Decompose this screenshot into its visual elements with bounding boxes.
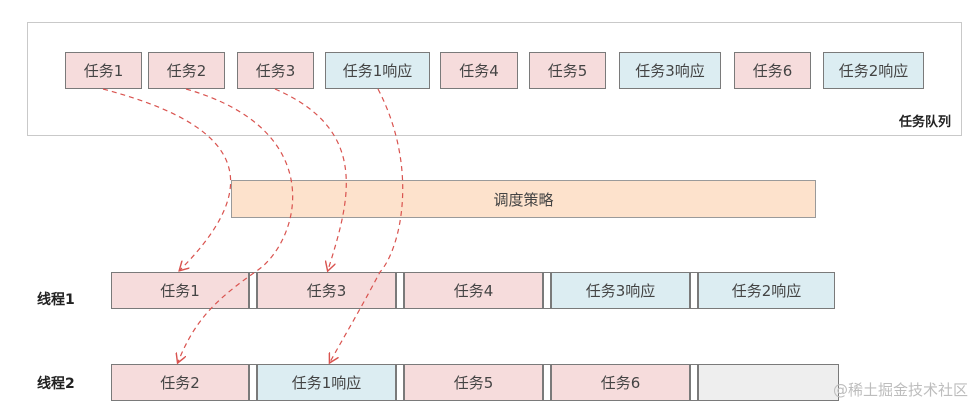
queue-item-task3-response: 任务3响应 [619,52,721,89]
queue-item-task3: 任务3 [237,52,314,89]
thread1-slot-task3: 任务3 [257,272,396,309]
thread2-divider [690,364,698,401]
arrow-task2-to-thread2 [178,88,294,362]
queue-item-task5: 任务5 [529,52,606,89]
queue-item-task2-response: 任务2响应 [823,52,924,89]
arrow-task3-to-thread1 [274,88,347,270]
queue-item-task4: 任务4 [440,52,518,89]
thread1-divider [543,272,551,309]
arrow-task1-response-to-thread2 [330,88,404,362]
queue-item-task6: 任务6 [734,52,811,89]
queue-item-task2: 任务2 [148,52,225,89]
thread1-slot-task1: 任务1 [111,272,249,309]
queue-item-task1-response: 任务1响应 [325,52,430,89]
thread1-slot-task4: 任务4 [404,272,543,309]
watermark: @稀土掘金技术社区 [832,381,968,399]
arrow-task1-to-thread1 [102,88,232,270]
thread2-slot-empty [698,364,839,401]
thread2-slot-task1-response: 任务1响应 [257,364,396,401]
thread2-slot-task6: 任务6 [551,364,690,401]
thread1-divider [690,272,698,309]
queue-item-task1: 任务1 [65,52,142,89]
thread1-divider [396,272,404,309]
thread1-label: 线程1 [37,292,75,308]
queue-title: 任务队列 [898,115,951,130]
thread2-divider [249,364,257,401]
thread1-divider [249,272,257,309]
thread2-label: 线程2 [37,376,75,392]
thread2-slot-task2: 任务2 [111,364,249,401]
thread2-divider [396,364,404,401]
thread2-divider [543,364,551,401]
thread2-slot-task5: 任务5 [404,364,543,401]
thread1-slot-task2-response: 任务2响应 [698,272,835,309]
thread1-slot-task3-response: 任务3响应 [551,272,690,309]
scheduling-strategy-box: 调度策略 [231,180,816,218]
